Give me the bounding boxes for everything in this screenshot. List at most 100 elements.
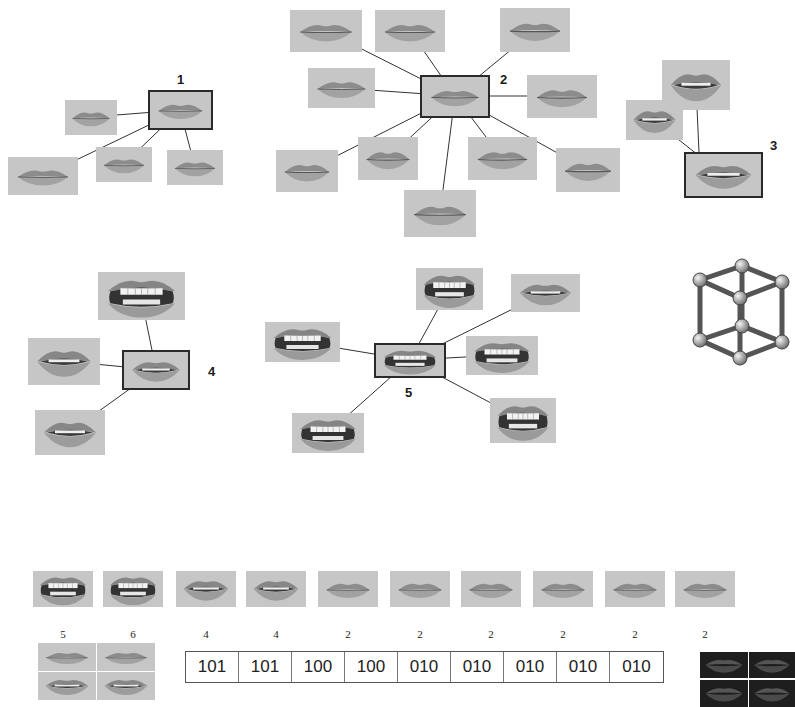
lip-image <box>96 147 152 182</box>
binary-code: 100 <box>304 657 332 677</box>
cluster-number: 2 <box>500 72 507 87</box>
frame-label: 5 <box>43 624 83 642</box>
binary-code: 010 <box>622 657 650 677</box>
class-number: 4 <box>203 628 209 640</box>
cluster-number: 3 <box>770 138 777 153</box>
lip-image <box>749 680 795 707</box>
lip-image <box>276 150 338 192</box>
lip-image <box>700 652 748 678</box>
cluster-number: 1 <box>177 72 184 87</box>
lip-image <box>97 643 155 671</box>
lip-image <box>626 100 683 140</box>
lip-image <box>749 652 795 678</box>
class-number: 2 <box>488 628 494 640</box>
lip-image <box>38 672 96 700</box>
frame-label: 2 <box>685 624 725 642</box>
frame-label: 2 <box>328 624 368 642</box>
lip-image <box>404 190 476 237</box>
table-cell: 100 <box>345 652 398 682</box>
frame-label: 4 <box>186 624 226 642</box>
class-number: 5 <box>60 628 66 640</box>
table-cell: 010 <box>610 652 663 682</box>
lip-image <box>265 322 340 362</box>
lip-image <box>376 345 444 376</box>
center-lip-box: 4 <box>122 350 190 390</box>
frame-label: 6 <box>113 624 153 642</box>
cube-vertex <box>733 291 747 305</box>
lip-image <box>28 338 100 385</box>
cube-figure <box>693 259 789 365</box>
cluster-number: 5 <box>405 385 412 400</box>
class-number: 4 <box>273 628 279 640</box>
table-cell: 010 <box>504 652 557 682</box>
lip-image <box>700 680 748 707</box>
lip-image <box>33 571 93 607</box>
lip-image <box>292 413 364 453</box>
cube-vertex <box>693 273 707 287</box>
binary-code: 101 <box>251 657 279 677</box>
binary-code: 101 <box>198 657 226 677</box>
lip-image <box>461 571 521 607</box>
cube-vertex <box>735 319 749 333</box>
frame-label: 2 <box>543 624 583 642</box>
table-cell: 010 <box>451 652 504 682</box>
class-number: 6 <box>130 628 136 640</box>
cube-vertex <box>775 335 789 349</box>
frame-label: 2 <box>615 624 655 642</box>
lip-image <box>358 137 418 180</box>
lip-thumbnails <box>8 8 730 455</box>
table-cell: 010 <box>398 652 451 682</box>
class-number: 2 <box>560 628 566 640</box>
cube-vertex <box>775 275 789 289</box>
leader-lines <box>43 30 723 433</box>
frame-label: 2 <box>400 624 440 642</box>
lip-image <box>124 352 188 388</box>
lip-image <box>675 571 735 607</box>
class-number: 2 <box>417 628 423 640</box>
lip-image <box>466 336 538 375</box>
cluster-number: 4 <box>208 364 215 379</box>
lip-image <box>375 10 445 52</box>
lip-image <box>376 345 444 376</box>
lip-image <box>533 571 593 607</box>
lip-image <box>468 137 537 180</box>
class-number: 2 <box>702 628 708 640</box>
cube-vertex <box>735 259 749 273</box>
lip-image <box>124 352 188 388</box>
lip-image <box>98 272 185 320</box>
binary-code: 010 <box>569 657 597 677</box>
table-cell: 101 <box>186 652 239 682</box>
table-cell: 100 <box>292 652 345 682</box>
lip-image <box>246 571 306 607</box>
frame-label: 2 <box>471 624 511 642</box>
lip-image <box>8 157 78 195</box>
lip-sequence <box>33 571 735 607</box>
lip-image <box>35 410 105 455</box>
lip-image <box>511 274 580 312</box>
center-lip-box: 2 <box>420 75 490 118</box>
center-lip-box: 1 <box>148 90 213 130</box>
lip-image <box>527 75 597 118</box>
lip-image <box>422 77 488 116</box>
binary-code: 010 <box>410 657 438 677</box>
lip-image <box>390 571 450 607</box>
lip-image <box>176 571 236 607</box>
lip-image <box>490 398 556 443</box>
lip-image <box>416 268 483 310</box>
cube-vertex <box>733 351 747 365</box>
table-cell: 101 <box>239 652 292 682</box>
table-cell: 010 <box>557 652 610 682</box>
lip-image <box>686 154 761 196</box>
code-table: 101 101 100 100 010 010 010 010 010 <box>185 651 664 683</box>
sample-images <box>38 643 795 707</box>
center-lip-box: 5 <box>374 343 446 378</box>
lip-image <box>686 154 761 196</box>
class-number: 2 <box>345 628 351 640</box>
lip-image <box>422 77 488 116</box>
cube-vertex <box>693 333 707 347</box>
lip-image <box>290 10 362 52</box>
lip-image <box>65 100 117 135</box>
binary-code: 010 <box>516 657 544 677</box>
lip-image <box>167 150 223 185</box>
